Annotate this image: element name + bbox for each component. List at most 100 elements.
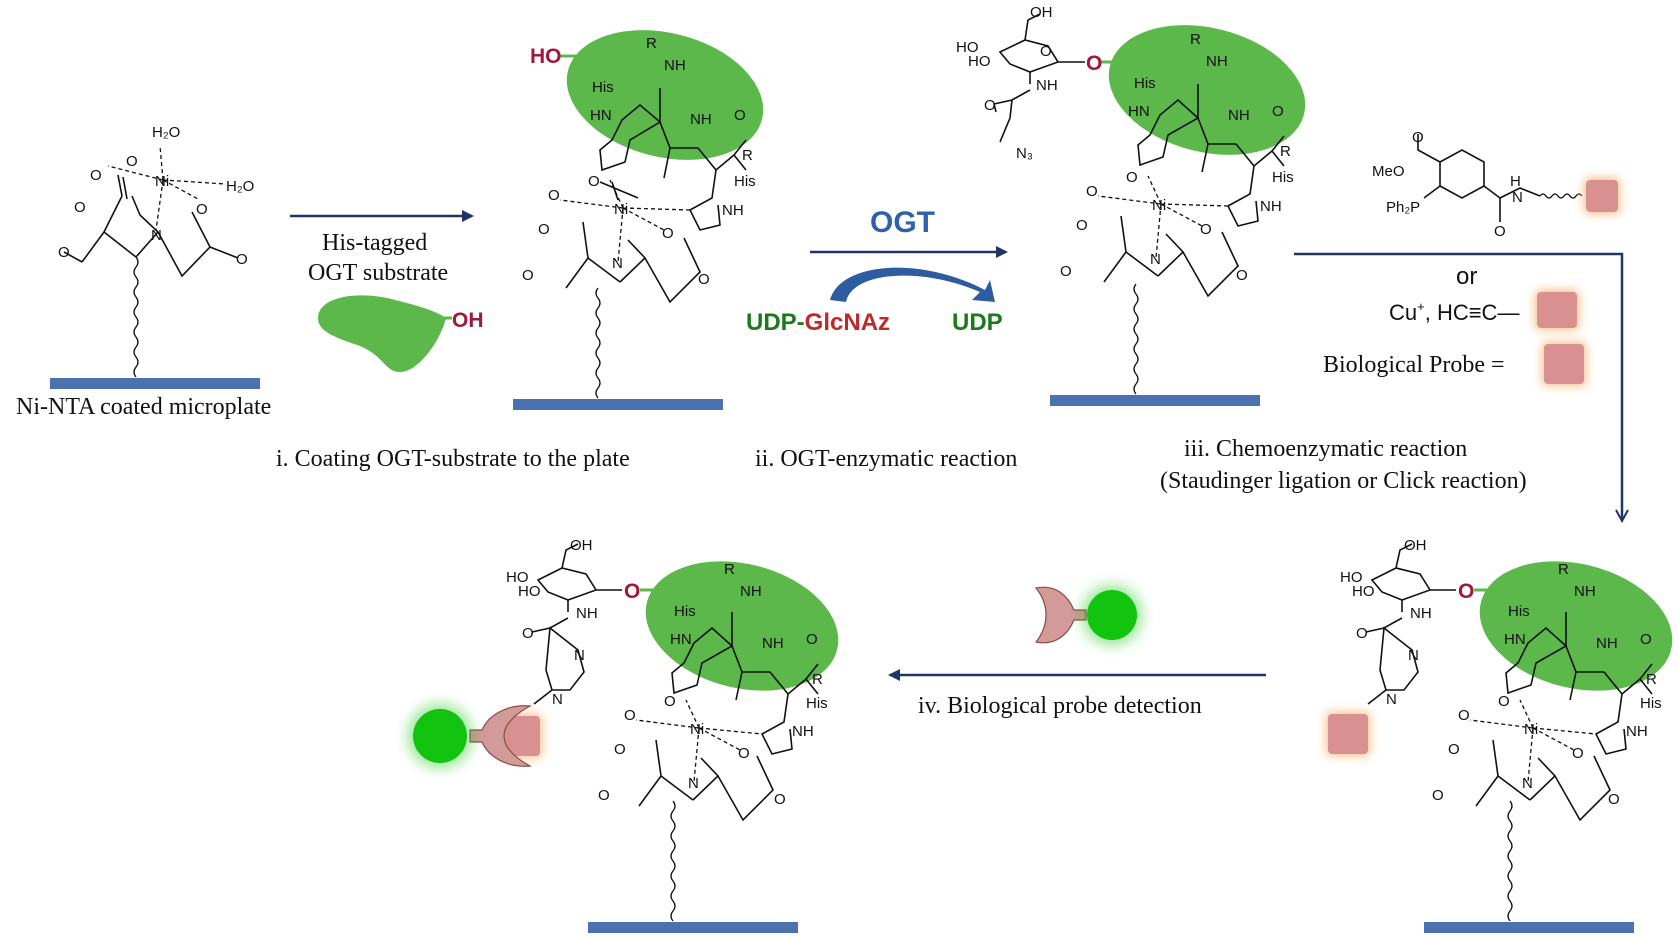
step3-or-label: or — [1456, 263, 1477, 290]
r-group: R — [1280, 143, 1291, 160]
carboxylate-oxygen: O — [196, 201, 208, 218]
amide-n: N — [1512, 189, 1523, 206]
glcnaz-sugar-ring — [531, 543, 622, 705]
r-group: R — [812, 671, 823, 688]
carboxylate-oxygen: O — [90, 167, 102, 184]
imidazole-hn: HN — [590, 107, 612, 124]
carbonyl-oxygen: O — [1640, 631, 1652, 648]
histidine-label: His — [1134, 75, 1156, 92]
r-group: R — [724, 561, 735, 578]
nickel-atom: Ni — [1524, 721, 1538, 738]
detector-antibody-icon — [1034, 586, 1087, 644]
step2-caption: ii. OGT-enzymatic reaction — [755, 446, 1017, 472]
step3-reagents: MeO O Ph₂P O H N or Cu+, HC≡C— Biologica… — [1323, 129, 1620, 386]
biological-probe — [1544, 344, 1584, 384]
sugar-hydroxyl: OH — [1404, 537, 1427, 554]
protein-hydroxyl-label: HO — [530, 45, 562, 68]
azide-group: N₃ — [1016, 145, 1033, 162]
carboxylate-oxygen: O — [1126, 169, 1138, 186]
detector-fluorophore — [413, 709, 467, 763]
glcnaz-sugar-ring — [1365, 543, 1456, 705]
product-udp: UDP — [952, 309, 1003, 336]
amide-nh: NH — [740, 583, 762, 600]
ni-coordination-bonds — [1097, 175, 1229, 259]
carboxylate-oxygen: O — [126, 153, 138, 170]
imidazole-nh: NH — [1626, 723, 1648, 740]
step3-caption-line2: (Staudinger ligation or Click reaction) — [1160, 468, 1527, 494]
step4-arrow-group: iv. Biological probe detection — [888, 585, 1266, 719]
carbonyl-oxygen: O — [58, 244, 70, 261]
ring-oxygen: O — [1040, 43, 1052, 60]
acetamido-nh: NH — [1410, 605, 1432, 622]
step3-caption-line1: iii. Chemoenzymatic reaction — [1184, 436, 1467, 462]
biological-probe — [1586, 180, 1618, 212]
substrate-hydroxyl-label: OH — [452, 309, 484, 332]
nickel-atom: Ni — [614, 201, 628, 218]
amide-nh: NH — [1206, 53, 1228, 70]
nitrogen-atom: N — [1150, 251, 1161, 268]
sugar-hydroxyl: HO — [968, 53, 991, 70]
carboxylate-oxygen: O — [624, 707, 636, 724]
biological-probe — [1537, 292, 1577, 328]
carbonyl-oxygen: O — [1236, 267, 1248, 284]
carbonyl-oxygen: O — [734, 107, 746, 124]
amide-nh: NH — [1228, 107, 1250, 124]
r-group: R — [646, 35, 657, 52]
histidine-peptide-skeleton — [565, 88, 747, 304]
imidazole-hn: HN — [1128, 103, 1150, 120]
nta-skeleton — [63, 174, 239, 278]
biological-probe — [500, 716, 540, 756]
step1-arrow-label-line2: OGT substrate — [308, 260, 448, 286]
histidine-peptide-skeleton — [638, 612, 819, 822]
detector-fluorophore — [1087, 590, 1137, 640]
methyl-ester: MeO — [1372, 163, 1405, 180]
carbonyl-oxygen: O — [774, 791, 786, 808]
glycosidic-oxygen: O — [1458, 580, 1474, 603]
nitrogen-atom: N — [688, 775, 699, 792]
carbonyl-oxygen: O — [1076, 217, 1088, 234]
nitrogen-atom: N — [612, 255, 623, 272]
carbonyl-oxygen: O — [614, 741, 626, 758]
triazole-nitrogen: N — [552, 691, 563, 708]
microplate-surface — [588, 922, 798, 933]
microplate-surface — [1424, 922, 1634, 933]
sugar-hydroxyl: HO — [518, 583, 541, 600]
nitrogen-atom: N — [151, 227, 162, 244]
carbonyl-oxygen: O — [74, 199, 86, 216]
linker-chain — [133, 256, 139, 378]
substrate-protein — [1479, 561, 1673, 691]
amide-nh: NH — [1574, 583, 1596, 600]
carbonyl-oxygen: O — [1448, 741, 1460, 758]
imidazole-hn: HN — [670, 631, 692, 648]
r-group: R — [1558, 561, 1569, 578]
ni-coordination-bonds — [1469, 699, 1597, 783]
linker-chain — [670, 800, 676, 922]
diphenylphosphine: Ph₂P — [1386, 199, 1420, 216]
glcnaz-sugar-ring — [993, 13, 1085, 143]
phosphine-reagent-ring — [1417, 134, 1541, 222]
carbonyl-oxygen: O — [236, 251, 248, 268]
r-group: R — [742, 147, 753, 164]
substrate-protein — [645, 561, 839, 691]
triazole-nitrogen: N — [1386, 691, 1397, 708]
sugar-hydroxyl: HO — [1340, 569, 1363, 586]
glycosidic-oxygen: O — [1086, 52, 1102, 75]
carbonyl-oxygen: O — [1272, 103, 1284, 120]
histidine-label: His — [734, 173, 756, 190]
carbonyl-oxygen: O — [806, 631, 818, 648]
biological-probe — [1328, 714, 1368, 754]
carbonyl-oxygen: O — [522, 625, 534, 642]
linker-chain — [1507, 800, 1513, 922]
sugar-hydroxyl: OH — [570, 537, 593, 554]
sugar-hydroxyl: HO — [506, 569, 529, 586]
carboxylate-oxygen: O — [1086, 183, 1098, 200]
histidine-peptide-skeleton — [1475, 612, 1653, 822]
probe-legend-label: Biological Probe = — [1323, 352, 1505, 378]
nickel-atom: Ni — [690, 721, 704, 738]
carbonyl-oxygen: O — [1060, 263, 1072, 280]
plate-label: Ni-NTA coated microplate — [16, 394, 271, 420]
carbonyl-oxygen: O — [1412, 129, 1424, 146]
bound-antibody — [469, 705, 533, 767]
sugar-hydroxyl: HO — [956, 39, 979, 56]
carboxylate-oxygen: O — [1200, 221, 1212, 238]
